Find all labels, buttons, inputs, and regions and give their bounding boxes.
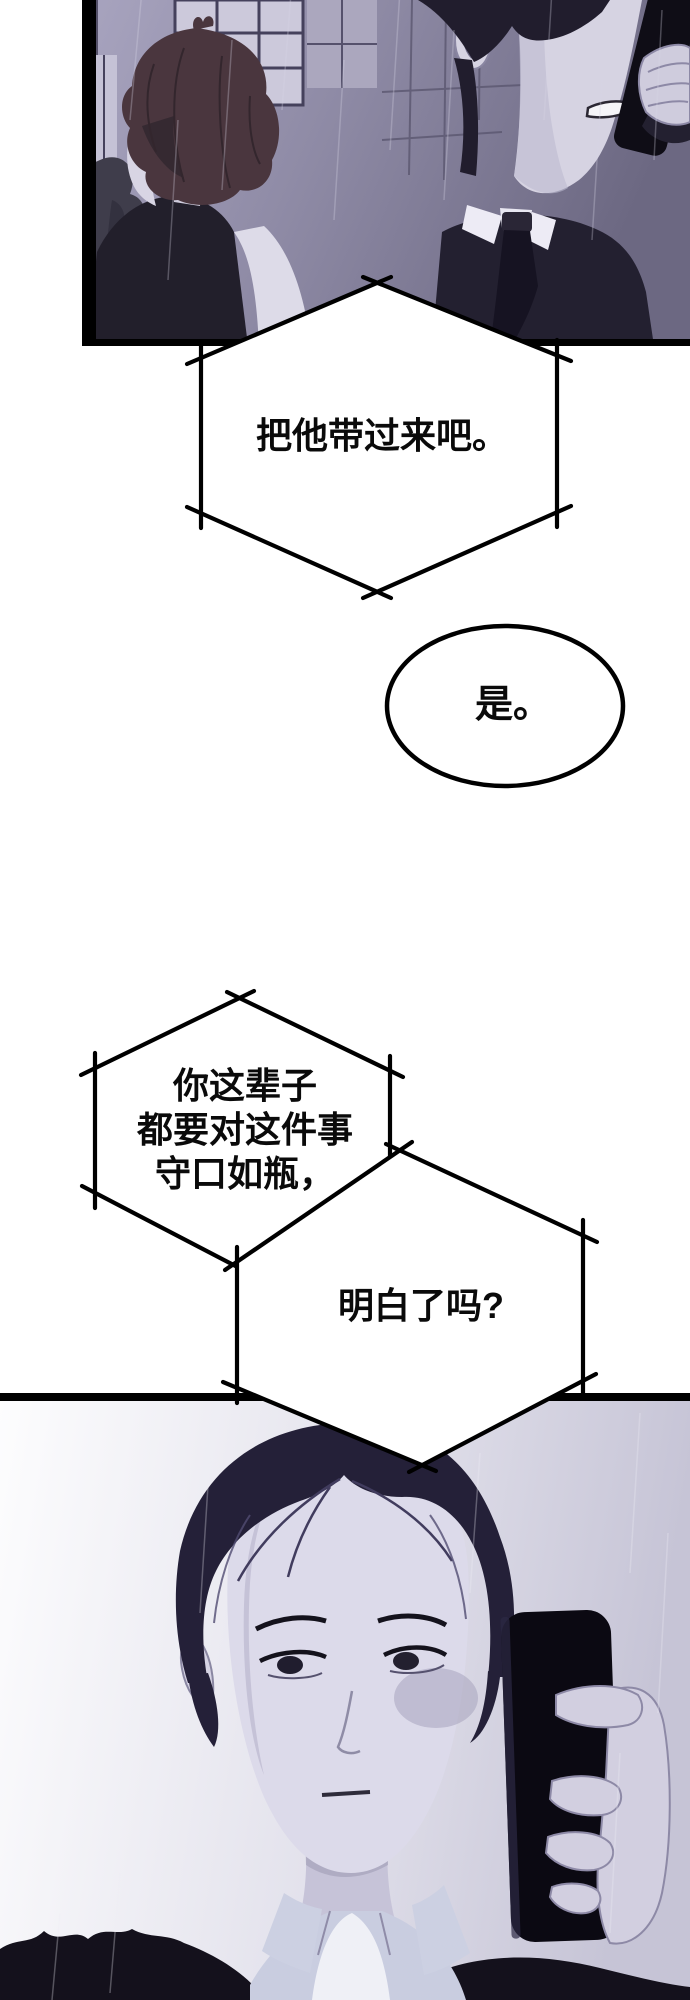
panel-top-border-bottom xyxy=(82,339,690,346)
rain-streaks xyxy=(129,0,663,281)
bubble-2-text: 是。 xyxy=(474,684,551,726)
collar-right xyxy=(526,212,556,250)
nose-line xyxy=(336,1690,361,1755)
iris-left xyxy=(277,1656,303,1674)
bubble-4-text: 明白了吗? xyxy=(338,1285,504,1326)
bubble-3-text: 你这辈子 都要对这件事 守口如瓶， xyxy=(65,1064,425,1196)
pinky-fingertip xyxy=(548,1882,602,1915)
panel-top xyxy=(82,0,690,346)
collar-fold-lines xyxy=(317,1910,391,1956)
eyebrow-right xyxy=(377,1613,448,1628)
palm xyxy=(596,1686,671,1945)
hair-highlights xyxy=(213,1514,467,1624)
right-shoulder-jacket xyxy=(420,1957,690,2000)
hair-side-left xyxy=(188,1673,219,1747)
panel-bottom xyxy=(0,1393,690,2000)
panel-bottom-border-top xyxy=(0,1393,690,1401)
hairline-back xyxy=(454,58,479,176)
tie-knot xyxy=(502,212,532,232)
hair-shadow xyxy=(142,116,184,178)
panel-top-artwork xyxy=(82,0,690,346)
bubble-3-line-2: 都要对这件事 xyxy=(136,1109,353,1150)
left-shoulder-jacket xyxy=(0,1929,266,2000)
hand xyxy=(544,1685,671,1945)
bubble-1-text: 把他带过来吧。 xyxy=(255,415,508,456)
undershirt xyxy=(312,1913,390,2000)
mouth xyxy=(321,1790,371,1797)
shirt-collar-right xyxy=(412,1885,470,1975)
panel-top-border-left xyxy=(82,0,96,346)
eyelid-right xyxy=(382,1645,448,1658)
collar-left xyxy=(462,205,502,244)
panel-bottom-artwork xyxy=(0,1393,690,2000)
character-phone-closeup xyxy=(0,1412,690,2000)
index-finger xyxy=(555,1685,644,1729)
face xyxy=(227,1432,469,1873)
hair-strands xyxy=(146,47,261,189)
lower-lid-left xyxy=(267,1672,323,1680)
shirt-collar-left xyxy=(262,1893,322,1973)
finger-lines xyxy=(645,62,690,107)
iris-right xyxy=(393,1652,419,1670)
character-brown-hair xyxy=(87,16,311,346)
bubble-3-line-1: 你这辈子 xyxy=(172,1065,317,1106)
bubble-3-line-3: 守口如瓶， xyxy=(154,1153,335,1194)
hair-fringe-strands xyxy=(236,1477,454,1582)
face-shading xyxy=(514,18,568,194)
ahoge xyxy=(193,16,214,30)
eyebrow-left xyxy=(254,1615,327,1632)
hair xyxy=(175,1422,515,1683)
hair-side-right xyxy=(470,1671,500,1743)
cheek-shadow xyxy=(394,1668,478,1728)
ring-fingertip xyxy=(544,1831,615,1872)
lower-lid-right xyxy=(389,1664,445,1674)
phone-man-hair xyxy=(418,0,610,62)
rain-streaks-bottom xyxy=(51,1412,669,2000)
middle-fingertip xyxy=(548,1775,623,1817)
eyes xyxy=(254,1613,448,1680)
eyelid-left xyxy=(258,1649,327,1664)
